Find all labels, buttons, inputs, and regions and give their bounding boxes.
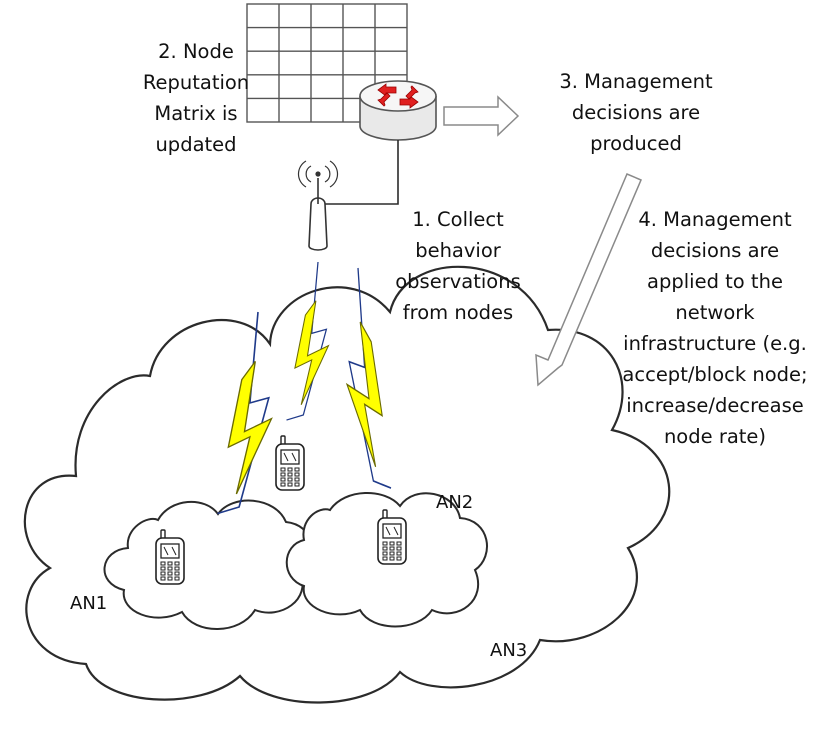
network-label-an1: AN1 xyxy=(70,593,108,614)
step1-label: 1. Collect behavior observations from no… xyxy=(368,204,548,328)
step2-label: 2. Node Reputation Matrix is updated xyxy=(102,36,290,160)
step2-line: 2. Node xyxy=(158,40,234,63)
step1-line: behavior xyxy=(415,239,501,262)
step4-line: applied to the xyxy=(647,270,783,293)
step4-line: 4. Management xyxy=(638,208,792,231)
step2-line: Reputation xyxy=(142,71,250,94)
step2-line: Matrix is xyxy=(154,102,238,125)
mobile-phone-icon-center xyxy=(275,435,305,491)
step4-line: network xyxy=(675,301,755,324)
router-antenna-link xyxy=(318,140,399,205)
step4-line: infrastructure (e.g. xyxy=(623,332,807,355)
step4-line: node rate) xyxy=(663,425,767,448)
arrow-to-decisions xyxy=(443,95,520,137)
step1-line: from nodes xyxy=(402,301,514,324)
network-label-an2: AN2 xyxy=(436,492,474,513)
step1-line: 1. Collect xyxy=(412,208,504,231)
step3-line: 3. Management xyxy=(559,70,713,93)
step4-line: decisions are xyxy=(650,239,780,262)
step1-line: observations xyxy=(395,270,521,293)
arrow-to-network xyxy=(535,173,642,387)
step3-line: decisions are xyxy=(571,101,701,124)
cloud-an1 xyxy=(103,499,313,630)
step2-line: updated xyxy=(155,133,237,156)
mobile-phone-icon-an2 xyxy=(377,509,407,565)
step4-line: accept/block node; xyxy=(622,363,808,386)
network-label-an3: AN3 xyxy=(490,640,528,661)
step4-label: 4. Management decisions are applied to t… xyxy=(592,204,838,452)
mobile-phone-icon-an1 xyxy=(155,529,185,585)
antenna-icon xyxy=(297,160,339,251)
step3-label: 3. Management decisions are produced xyxy=(528,66,744,159)
router-icon xyxy=(359,80,437,141)
step3-line: produced xyxy=(590,132,682,155)
step4-line: increase/decrease xyxy=(626,394,804,417)
